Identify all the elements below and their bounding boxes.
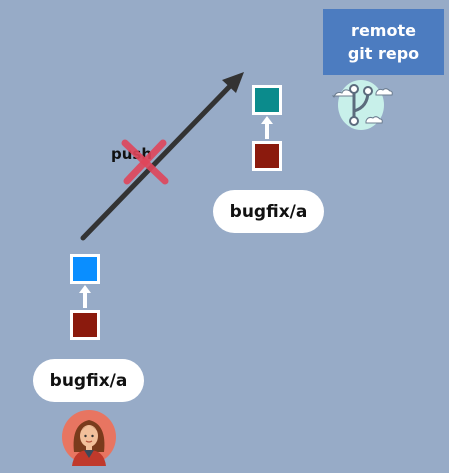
local-branch-label: bugfix/a xyxy=(33,359,144,402)
up-arrow-icon xyxy=(79,285,91,308)
remote-commit-teal xyxy=(252,85,282,115)
remote-commit-red xyxy=(252,141,282,171)
local-commit-red xyxy=(70,310,100,340)
remote-repo-line2: git repo xyxy=(347,44,420,63)
up-arrow-icon xyxy=(261,116,273,139)
avatar-icon xyxy=(62,410,116,466)
remote-branch-label: bugfix/a xyxy=(213,190,324,233)
remote-repo-box: remote git repo xyxy=(323,9,444,75)
git-branch-icon xyxy=(331,80,393,130)
cross-icon xyxy=(121,139,169,185)
remote-repo-line1: remote xyxy=(351,21,416,40)
local-commit-blue xyxy=(70,254,100,284)
